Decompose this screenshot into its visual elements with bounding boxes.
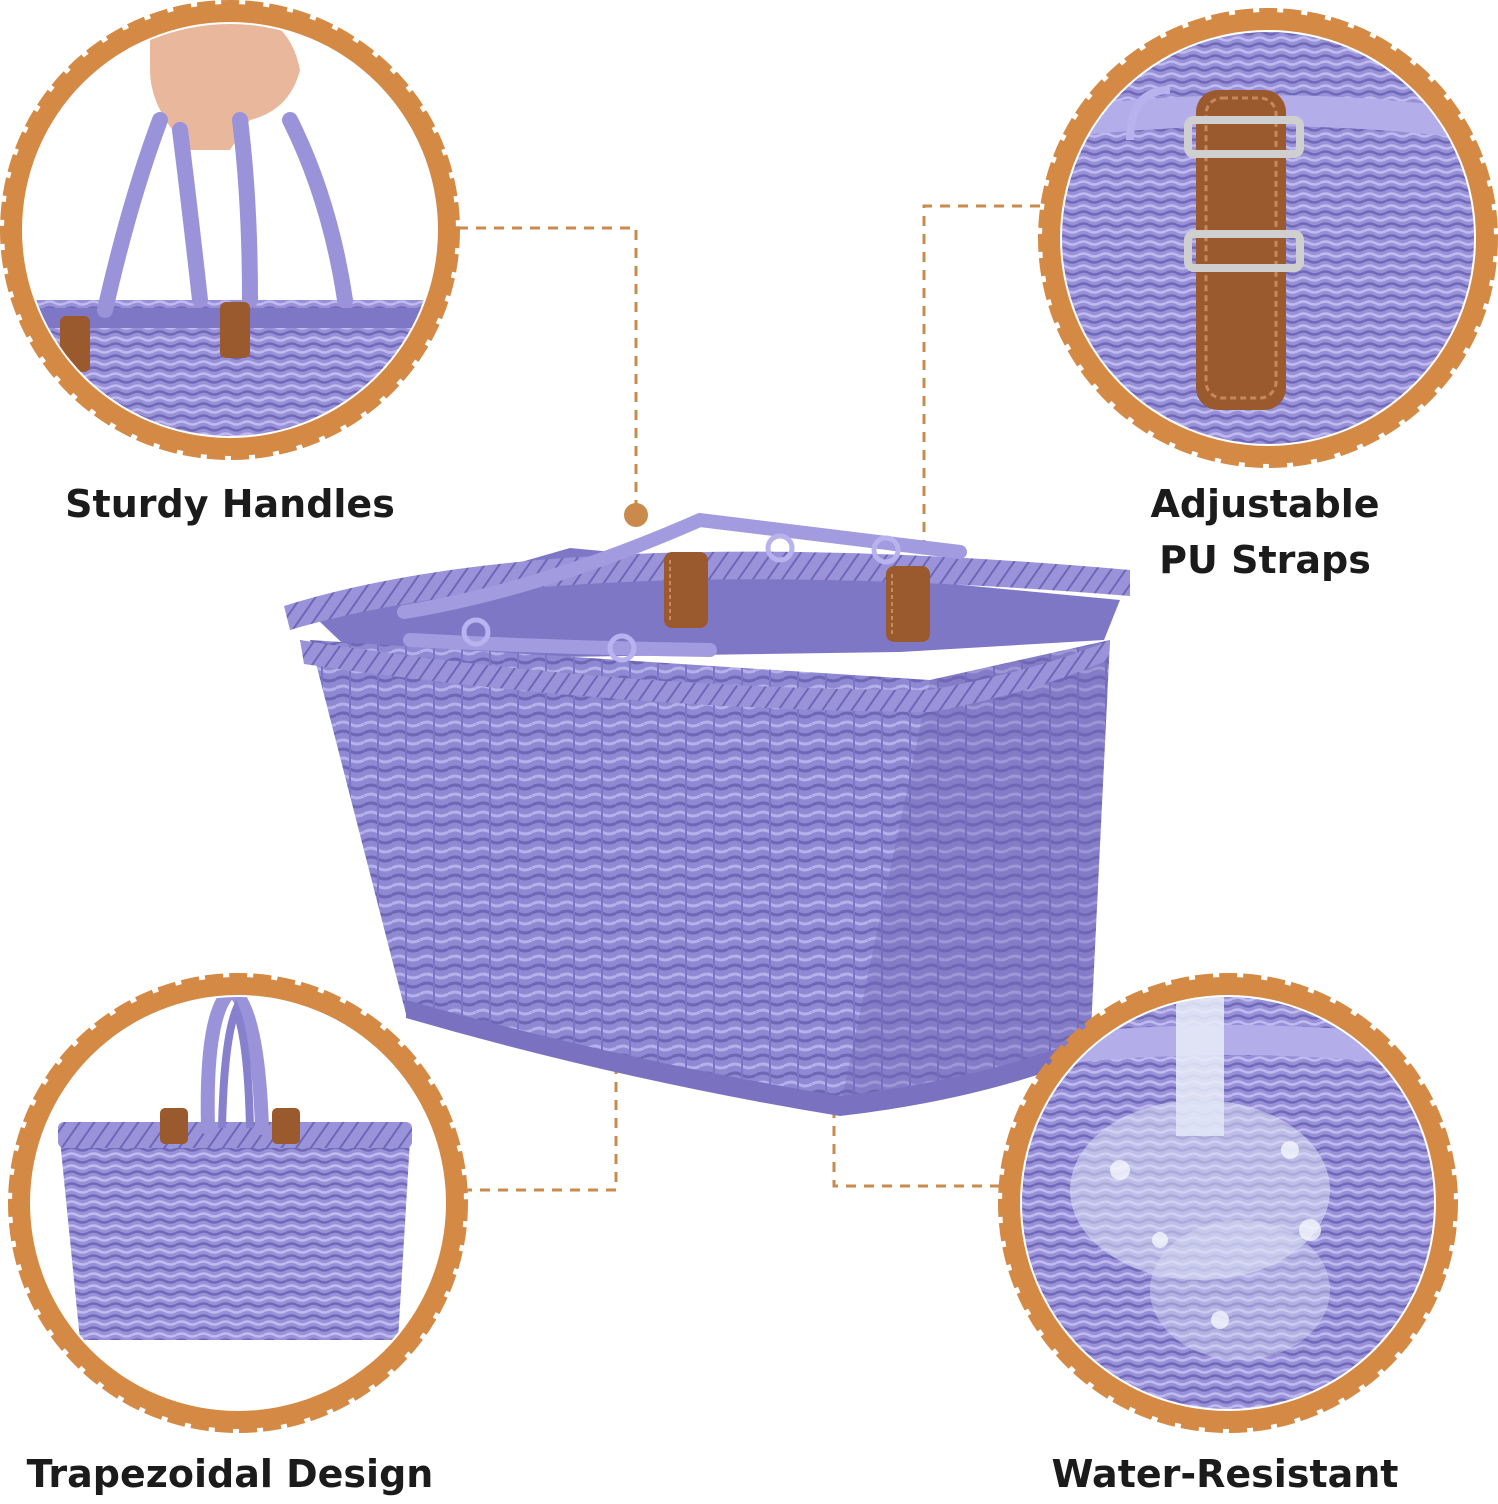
connector-design [462, 936, 618, 1192]
water-stream-icon [1022, 997, 1434, 1409]
feature-circle-straps [1038, 8, 1498, 468]
connector-straps [922, 204, 1040, 578]
strap-right [886, 566, 930, 642]
feature-label-straps: Adjustable PU Straps [1070, 476, 1460, 588]
feature-circle-handles [0, 0, 460, 460]
label-line: Trapezoidal Design [26, 1452, 434, 1496]
basket-side-icon [58, 997, 412, 1340]
feature-label-water: Water-Resistant [1030, 1446, 1420, 1502]
connector-handles [458, 226, 638, 512]
feature-label-handles: Sturdy Handles [40, 476, 420, 532]
connector-lines [458, 204, 1040, 1192]
label-line: PU Straps [1159, 538, 1371, 582]
basket-main-illustration [284, 512, 1130, 1116]
feature-circle-design [8, 973, 468, 1433]
label-line: Adjustable [1150, 482, 1380, 526]
connector-water [832, 1012, 1000, 1188]
leather-buckle-icon [1062, 32, 1474, 444]
feature-circle-water [998, 973, 1458, 1433]
strap-left [664, 552, 708, 628]
feature-label-design: Trapezoidal Design [20, 1446, 440, 1502]
label-line: Sturdy Handles [65, 482, 395, 526]
label-line: Water-Resistant [1051, 1452, 1399, 1496]
